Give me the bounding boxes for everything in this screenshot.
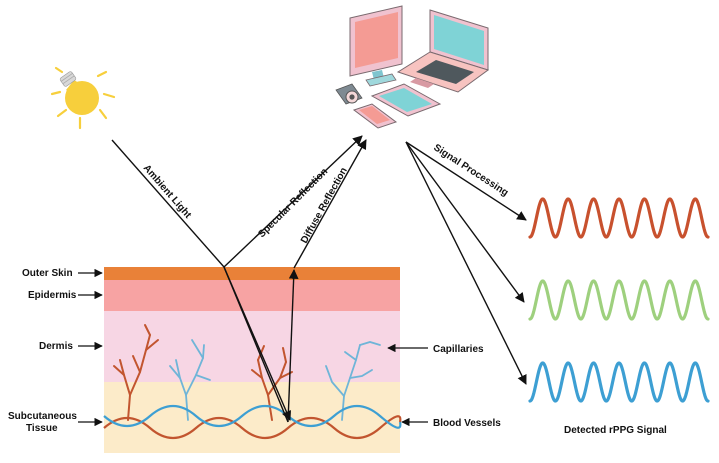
devices [335, 5, 490, 129]
rppg-signal-wave-3 [528, 361, 710, 403]
tablet-icon [370, 83, 442, 117]
diffuse-reflection-ray [293, 139, 367, 269]
light-rays [111, 135, 527, 423]
outer-skin-layer [104, 267, 400, 280]
label-tissue: Tissue [26, 423, 58, 434]
label-outer-skin: Outer Skin [22, 268, 73, 279]
label-ambient-light: Ambient Light [141, 163, 194, 221]
label-capillaries: Capillaries [433, 344, 484, 355]
structure-labels: Capillaries Blood Vessels [387, 343, 501, 429]
diffuse-reflection-ray-lower [223, 266, 292, 421]
specular-reflection-ray [223, 135, 363, 268]
label-dermis: Dermis [39, 341, 73, 352]
epidermis-layer [104, 280, 400, 311]
signal-arrow-1 [405, 141, 527, 221]
camera-icon [335, 83, 363, 105]
desktop-monitor-icon [349, 5, 403, 87]
smartphone-icon [352, 103, 398, 129]
label-subcutaneous: Subcutaneous [8, 411, 77, 422]
light-bulb-icon [50, 66, 116, 130]
rppg-signals [528, 197, 710, 403]
label-blood-vessels: Blood Vessels [433, 418, 501, 429]
rppg-signal-wave-2 [528, 279, 710, 321]
signal-arrow-3 [405, 141, 527, 385]
skin-cross-section [103, 267, 402, 453]
laptop-icon [396, 9, 490, 93]
dermis-layer [104, 311, 400, 382]
label-epidermis: Epidermis [28, 290, 77, 301]
blood-vessels [103, 404, 402, 440]
subcutaneous-layer [104, 381, 400, 453]
rppg-signal-wave-1 [528, 197, 710, 239]
label-signal-processing: Signal Processing [431, 142, 510, 198]
label-detected-rppg-signal: Detected rPPG Signal [564, 425, 667, 436]
diffuse-reflection-ray-up [287, 269, 299, 423]
signal-arrow-2 [405, 141, 525, 303]
capillaries [113, 324, 381, 421]
ambient-light-ray [111, 139, 225, 268]
layer-labels: Outer Skin Epidermis Dermis Subcutaneous… [8, 268, 103, 434]
